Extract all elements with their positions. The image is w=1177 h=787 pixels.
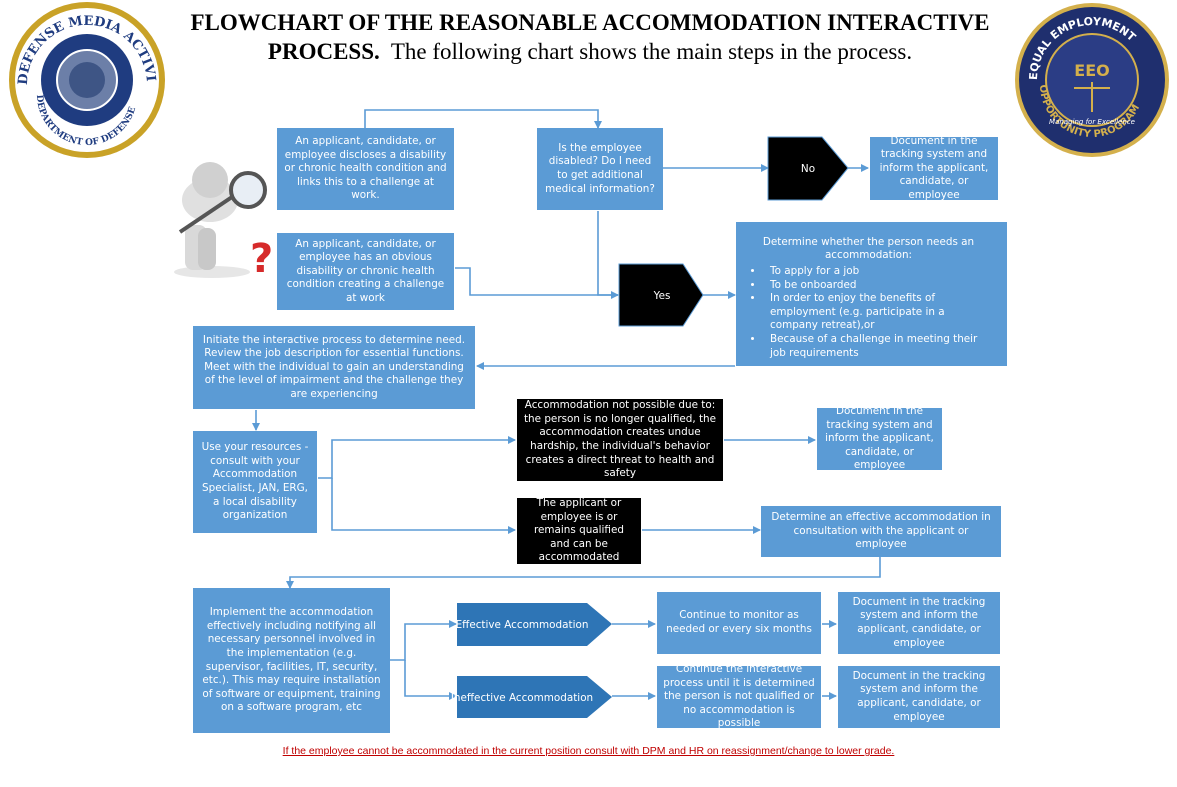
ineffective-label: Ineffective Accommodation — [451, 692, 593, 704]
determine-item-apply: To apply for a job — [764, 265, 993, 279]
connector-determine-to-implement — [286, 557, 881, 589]
document-box-4: Document in the tracking system and info… — [838, 666, 1000, 728]
document-box-3: Document in the tracking system and info… — [838, 592, 1000, 654]
right-seal-motto: Managing for Excellence — [1049, 118, 1135, 126]
determine-need-box: Determine whether the person needs an ac… — [736, 222, 1007, 366]
ineffective-accommodation-shape — [457, 676, 612, 718]
svg-text:?: ? — [250, 236, 273, 282]
connector-resources-to-qualified — [331, 478, 516, 534]
effective-label: Effective Accommodation — [456, 619, 589, 631]
determine-effective-box: Determine an effective accommodation in … — [761, 506, 1001, 557]
determine-item-benefits: In order to enjoy the benefits of employ… — [764, 292, 993, 333]
magnifier-figure-icon — [174, 162, 267, 278]
page-title: FLOWCHART OF THE REASONABLE ACCOMMODATIO… — [170, 8, 1010, 66]
connector-resources-to-notpossible — [318, 436, 516, 479]
disabled-question-box: Is the employee disabled? Do I need to g… — [537, 128, 663, 210]
connector-question-to-yes — [597, 211, 619, 299]
right-seal-center: EEO — [1074, 61, 1109, 80]
determine-item-challenge: Because of a challenge in meeting their … — [764, 333, 993, 360]
resources-box: Use your resources - consult with your A… — [193, 431, 317, 533]
obvious-disability-box: An applicant, candidate, or employee has… — [277, 233, 454, 310]
determine-need-list: To apply for a job To be onboarded In or… — [744, 265, 993, 360]
implement-box: Implement the accommodation effectively … — [193, 588, 390, 733]
disclose-box: An applicant, candidate, or employee dis… — [277, 128, 454, 210]
yes-decision-shape — [618, 263, 704, 327]
document-box-2: Document in the tracking system and info… — [817, 405, 942, 471]
continue-process-box: Continue the interactive process until i… — [657, 663, 821, 729]
yes-label: Yes — [653, 290, 671, 302]
title-bold: FLOWCHART OF THE REASONABLE ACCOMMODATIO… — [190, 10, 990, 64]
connector-disclose-to-question — [364, 109, 602, 129]
no-label: No — [801, 163, 815, 175]
connector-implement-to-effective — [390, 620, 457, 661]
determine-need-heading: Determine whether the person needs an ac… — [762, 235, 975, 262]
monitor-box: Continue to monitor as needed or every s… — [657, 592, 821, 654]
qualified-box: The applicant or employee is or remains … — [517, 497, 641, 564]
document-box-1: Document in the tracking system and info… — [870, 135, 998, 201]
defense-media-activity-seal: DEFENSE MEDIA ACTIVITY DEPARTMENT OF DEF… — [2, 0, 165, 158]
question-mark-icon: ? — [250, 236, 273, 282]
effective-accommodation-shape — [457, 603, 612, 646]
accommodation-not-possible-box: Accommodation not possible due to: the p… — [517, 399, 723, 481]
determine-item-onboard: To be onboarded — [764, 279, 993, 293]
connector-obvious-to-yes — [455, 267, 618, 296]
title-rest: The following chart shows the main steps… — [390, 39, 913, 64]
eeo-seal: EQUAL EMPLOYMENT OPPORTUNITY PROGRAM EEO… — [1015, 3, 1169, 157]
connector-implement-to-ineffective — [404, 660, 457, 700]
footer-note: If the employee cannot be accommodated i… — [282, 745, 895, 757]
initiate-process-box: Initiate the interactive process to dete… — [193, 326, 475, 409]
no-decision-shape — [767, 136, 849, 201]
